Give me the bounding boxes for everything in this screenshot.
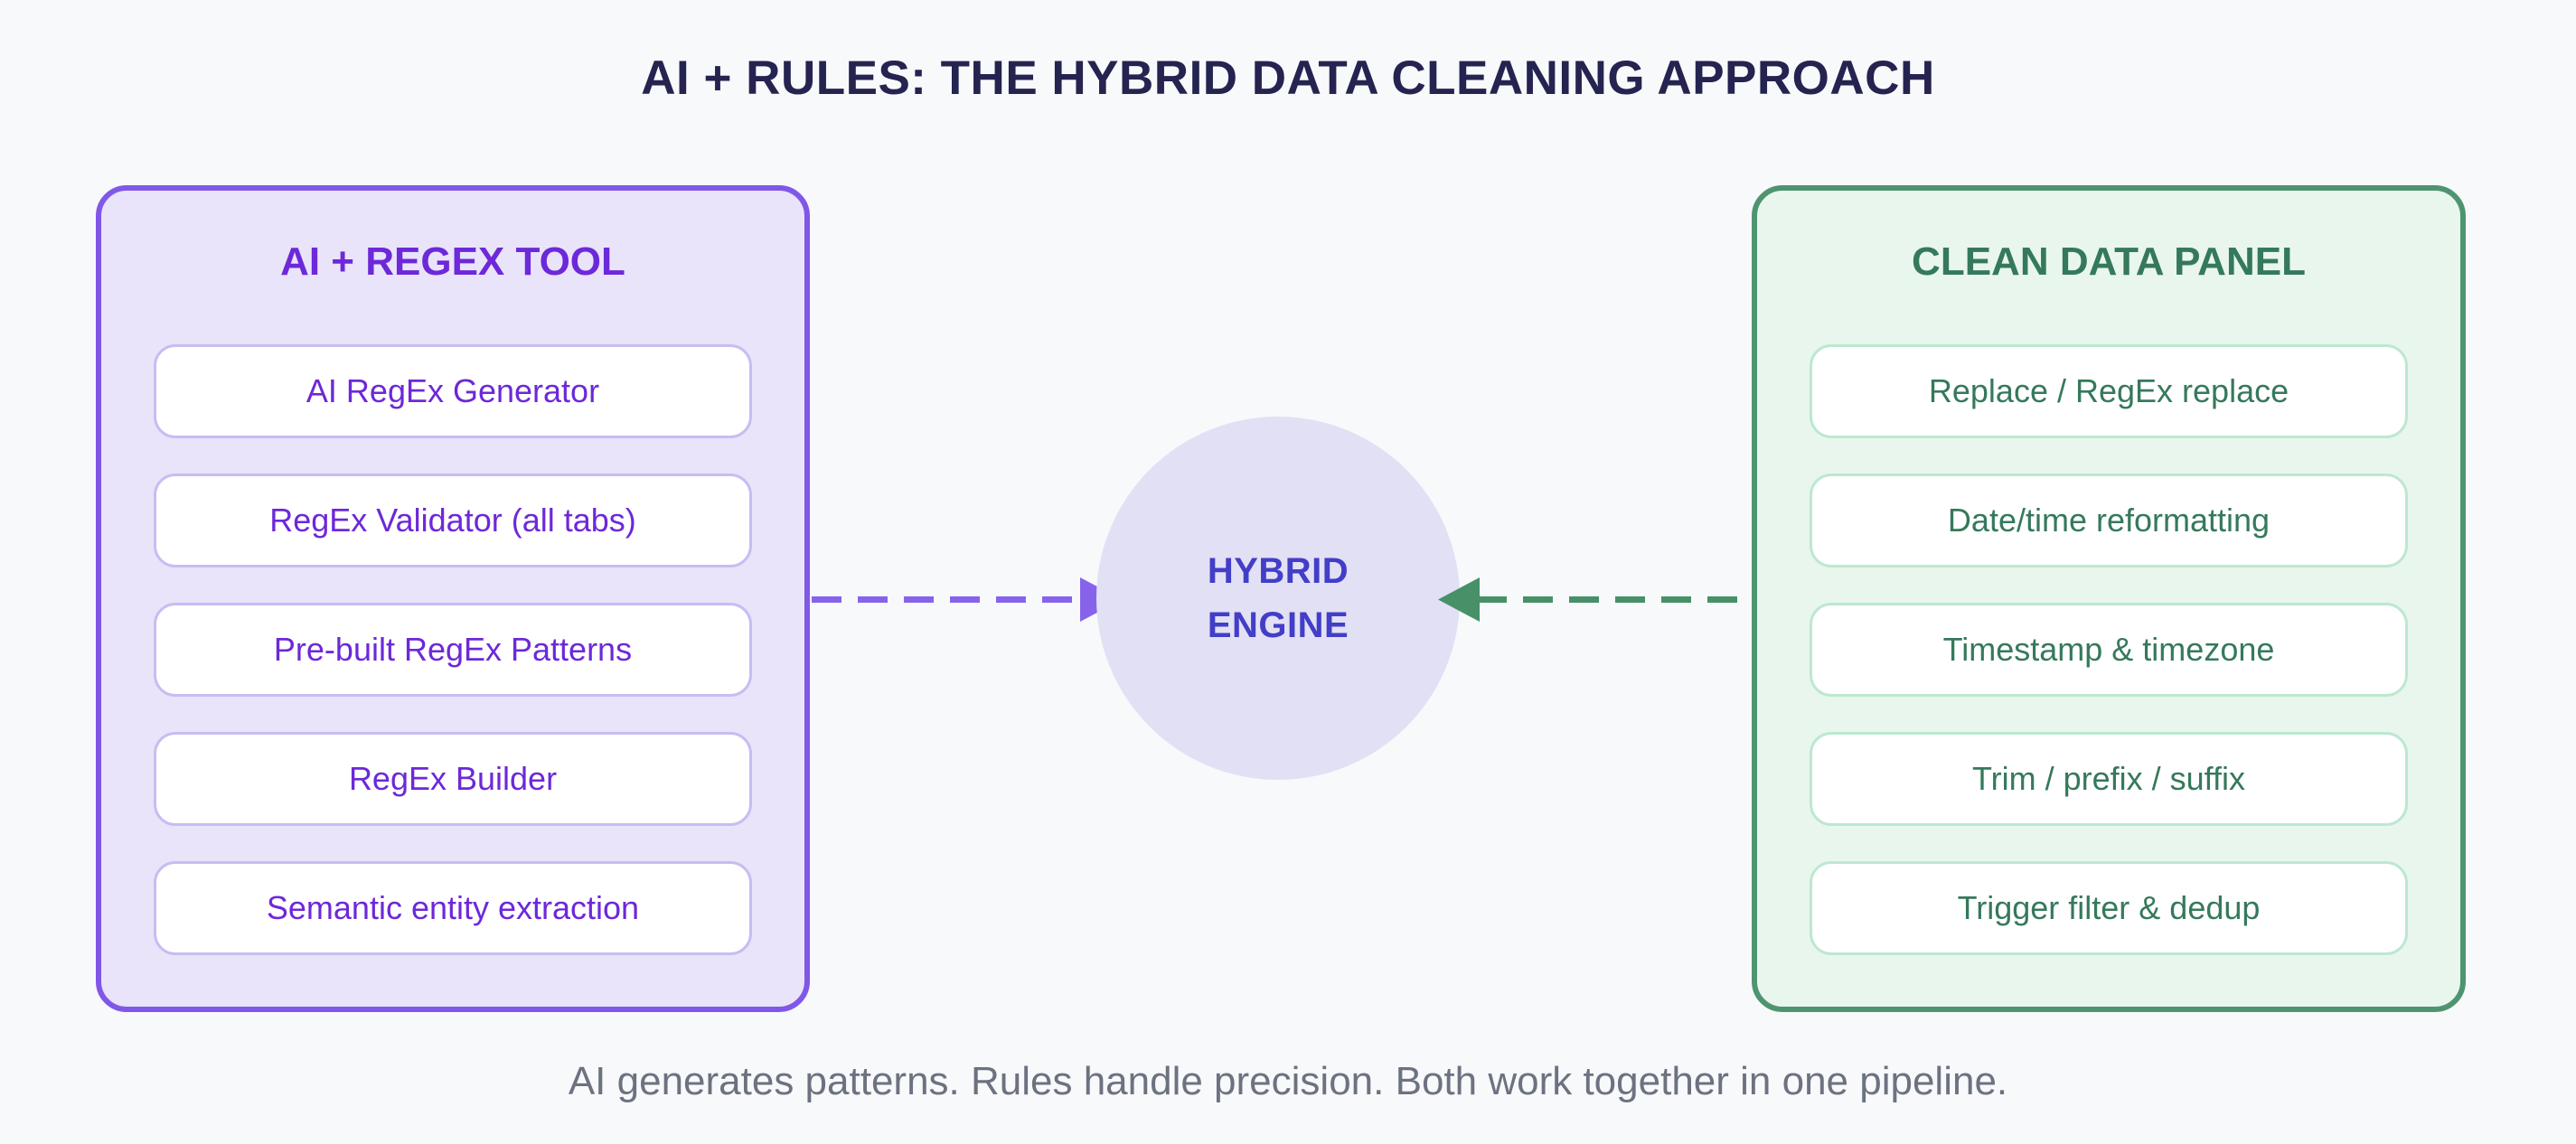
- right-panel-items: Replace / RegEx replace Date/time reform…: [1810, 344, 2408, 955]
- list-item: Timestamp & timezone: [1810, 603, 2408, 697]
- ai-regex-tool-panel: AI + REGEX TOOL AI RegEx Generator RegEx…: [96, 185, 810, 1012]
- page-title: AI + RULES: THE HYBRID DATA CLEANING APP…: [641, 52, 1935, 105]
- purple-dashed-arrow-icon: [812, 577, 1122, 622]
- list-item: RegEx Validator (all tabs): [154, 474, 752, 567]
- clean-data-panel: CLEAN DATA PANEL Replace / RegEx replace…: [1752, 185, 2466, 1012]
- list-item: AI RegEx Generator: [154, 344, 752, 438]
- hybrid-engine-node: HYBRID ENGINE: [1096, 417, 1460, 780]
- list-item: RegEx Builder: [154, 732, 752, 826]
- list-item: Trigger filter & dedup: [1810, 861, 2408, 955]
- engine-label-line1: HYBRID: [1207, 551, 1349, 591]
- list-item: Semantic entity extraction: [154, 861, 752, 955]
- footer-caption: AI generates patterns. Rules handle prec…: [568, 1059, 2008, 1103]
- right-panel-title: CLEAN DATA PANEL: [1912, 239, 2306, 284]
- list-item: Trim / prefix / suffix: [1810, 732, 2408, 826]
- green-dashed-arrow-icon: [1438, 577, 1752, 622]
- list-item: Date/time reformatting: [1810, 474, 2408, 567]
- list-item: Replace / RegEx replace: [1810, 344, 2408, 438]
- left-panel-title: AI + REGEX TOOL: [280, 239, 625, 284]
- left-panel-items: AI RegEx Generator RegEx Validator (all …: [154, 344, 752, 955]
- list-item: Pre-built RegEx Patterns: [154, 603, 752, 697]
- engine-label-line2: ENGINE: [1207, 605, 1349, 645]
